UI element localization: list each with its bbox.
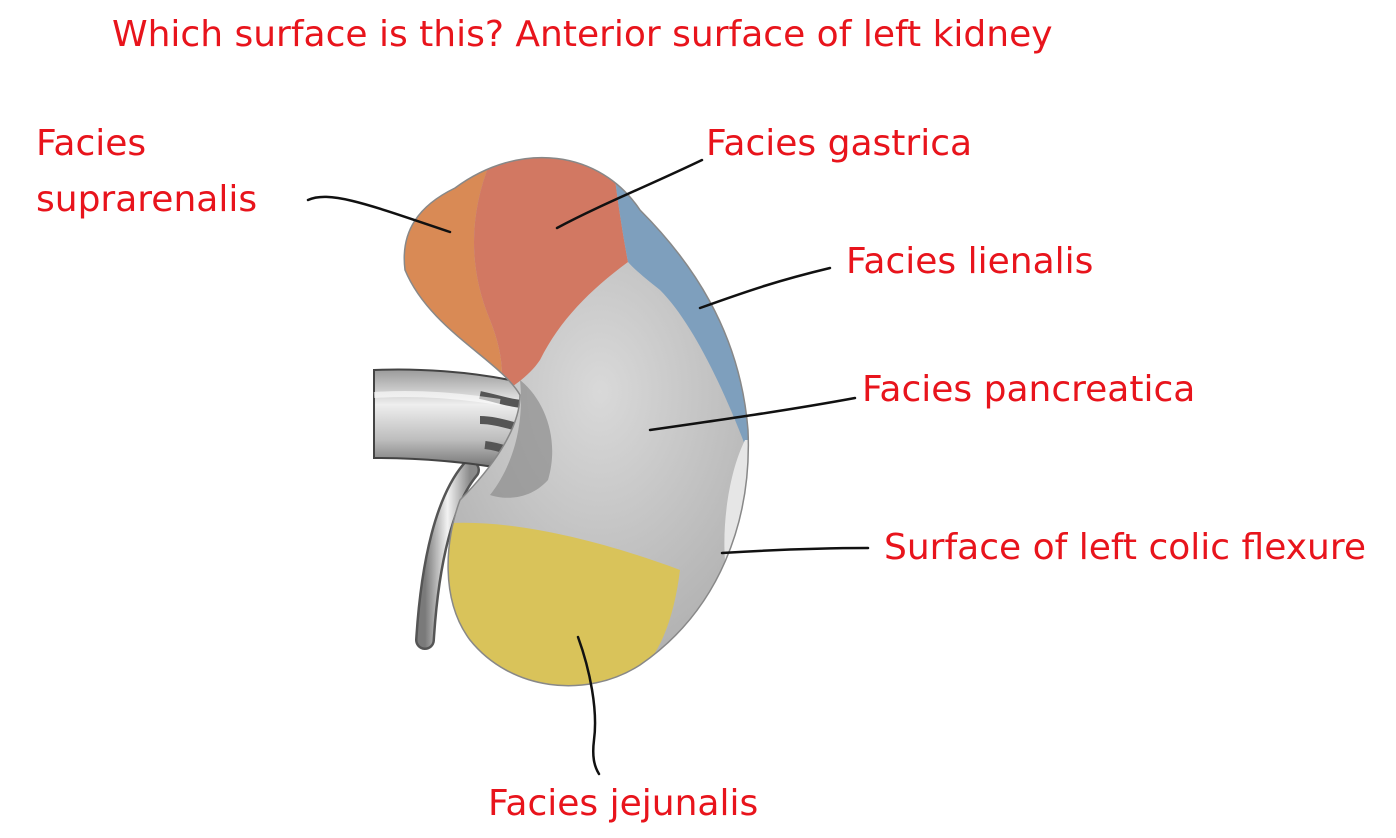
leader-line-lienalis — [698, 266, 832, 310]
leader-line-gastrica — [555, 158, 704, 230]
label-suprarenalis-line2: suprarenalis — [36, 179, 258, 220]
label-pancreatica: Facies pancreatica — [862, 369, 1196, 410]
label-gastrica: Facies gastrica — [706, 123, 973, 164]
leader-line-jejunalis — [576, 635, 601, 776]
leader-line-pancreatica — [648, 396, 857, 432]
region-gastric — [473, 157, 628, 395]
leader-line-colic-flexure — [720, 546, 870, 555]
leader-line-suprarenalis — [306, 195, 452, 234]
label-suprarenalis-line1: Facies — [36, 123, 147, 164]
label-lienalis: Facies lienalis — [846, 241, 1094, 282]
label-colic-flexure: Surface of left colic flexure — [884, 527, 1367, 568]
label-jejunalis: Facies jejunalis — [488, 783, 759, 824]
page-title: Which surface is this? Anterior surface … — [112, 14, 1053, 55]
region-jejunal — [430, 522, 680, 686]
